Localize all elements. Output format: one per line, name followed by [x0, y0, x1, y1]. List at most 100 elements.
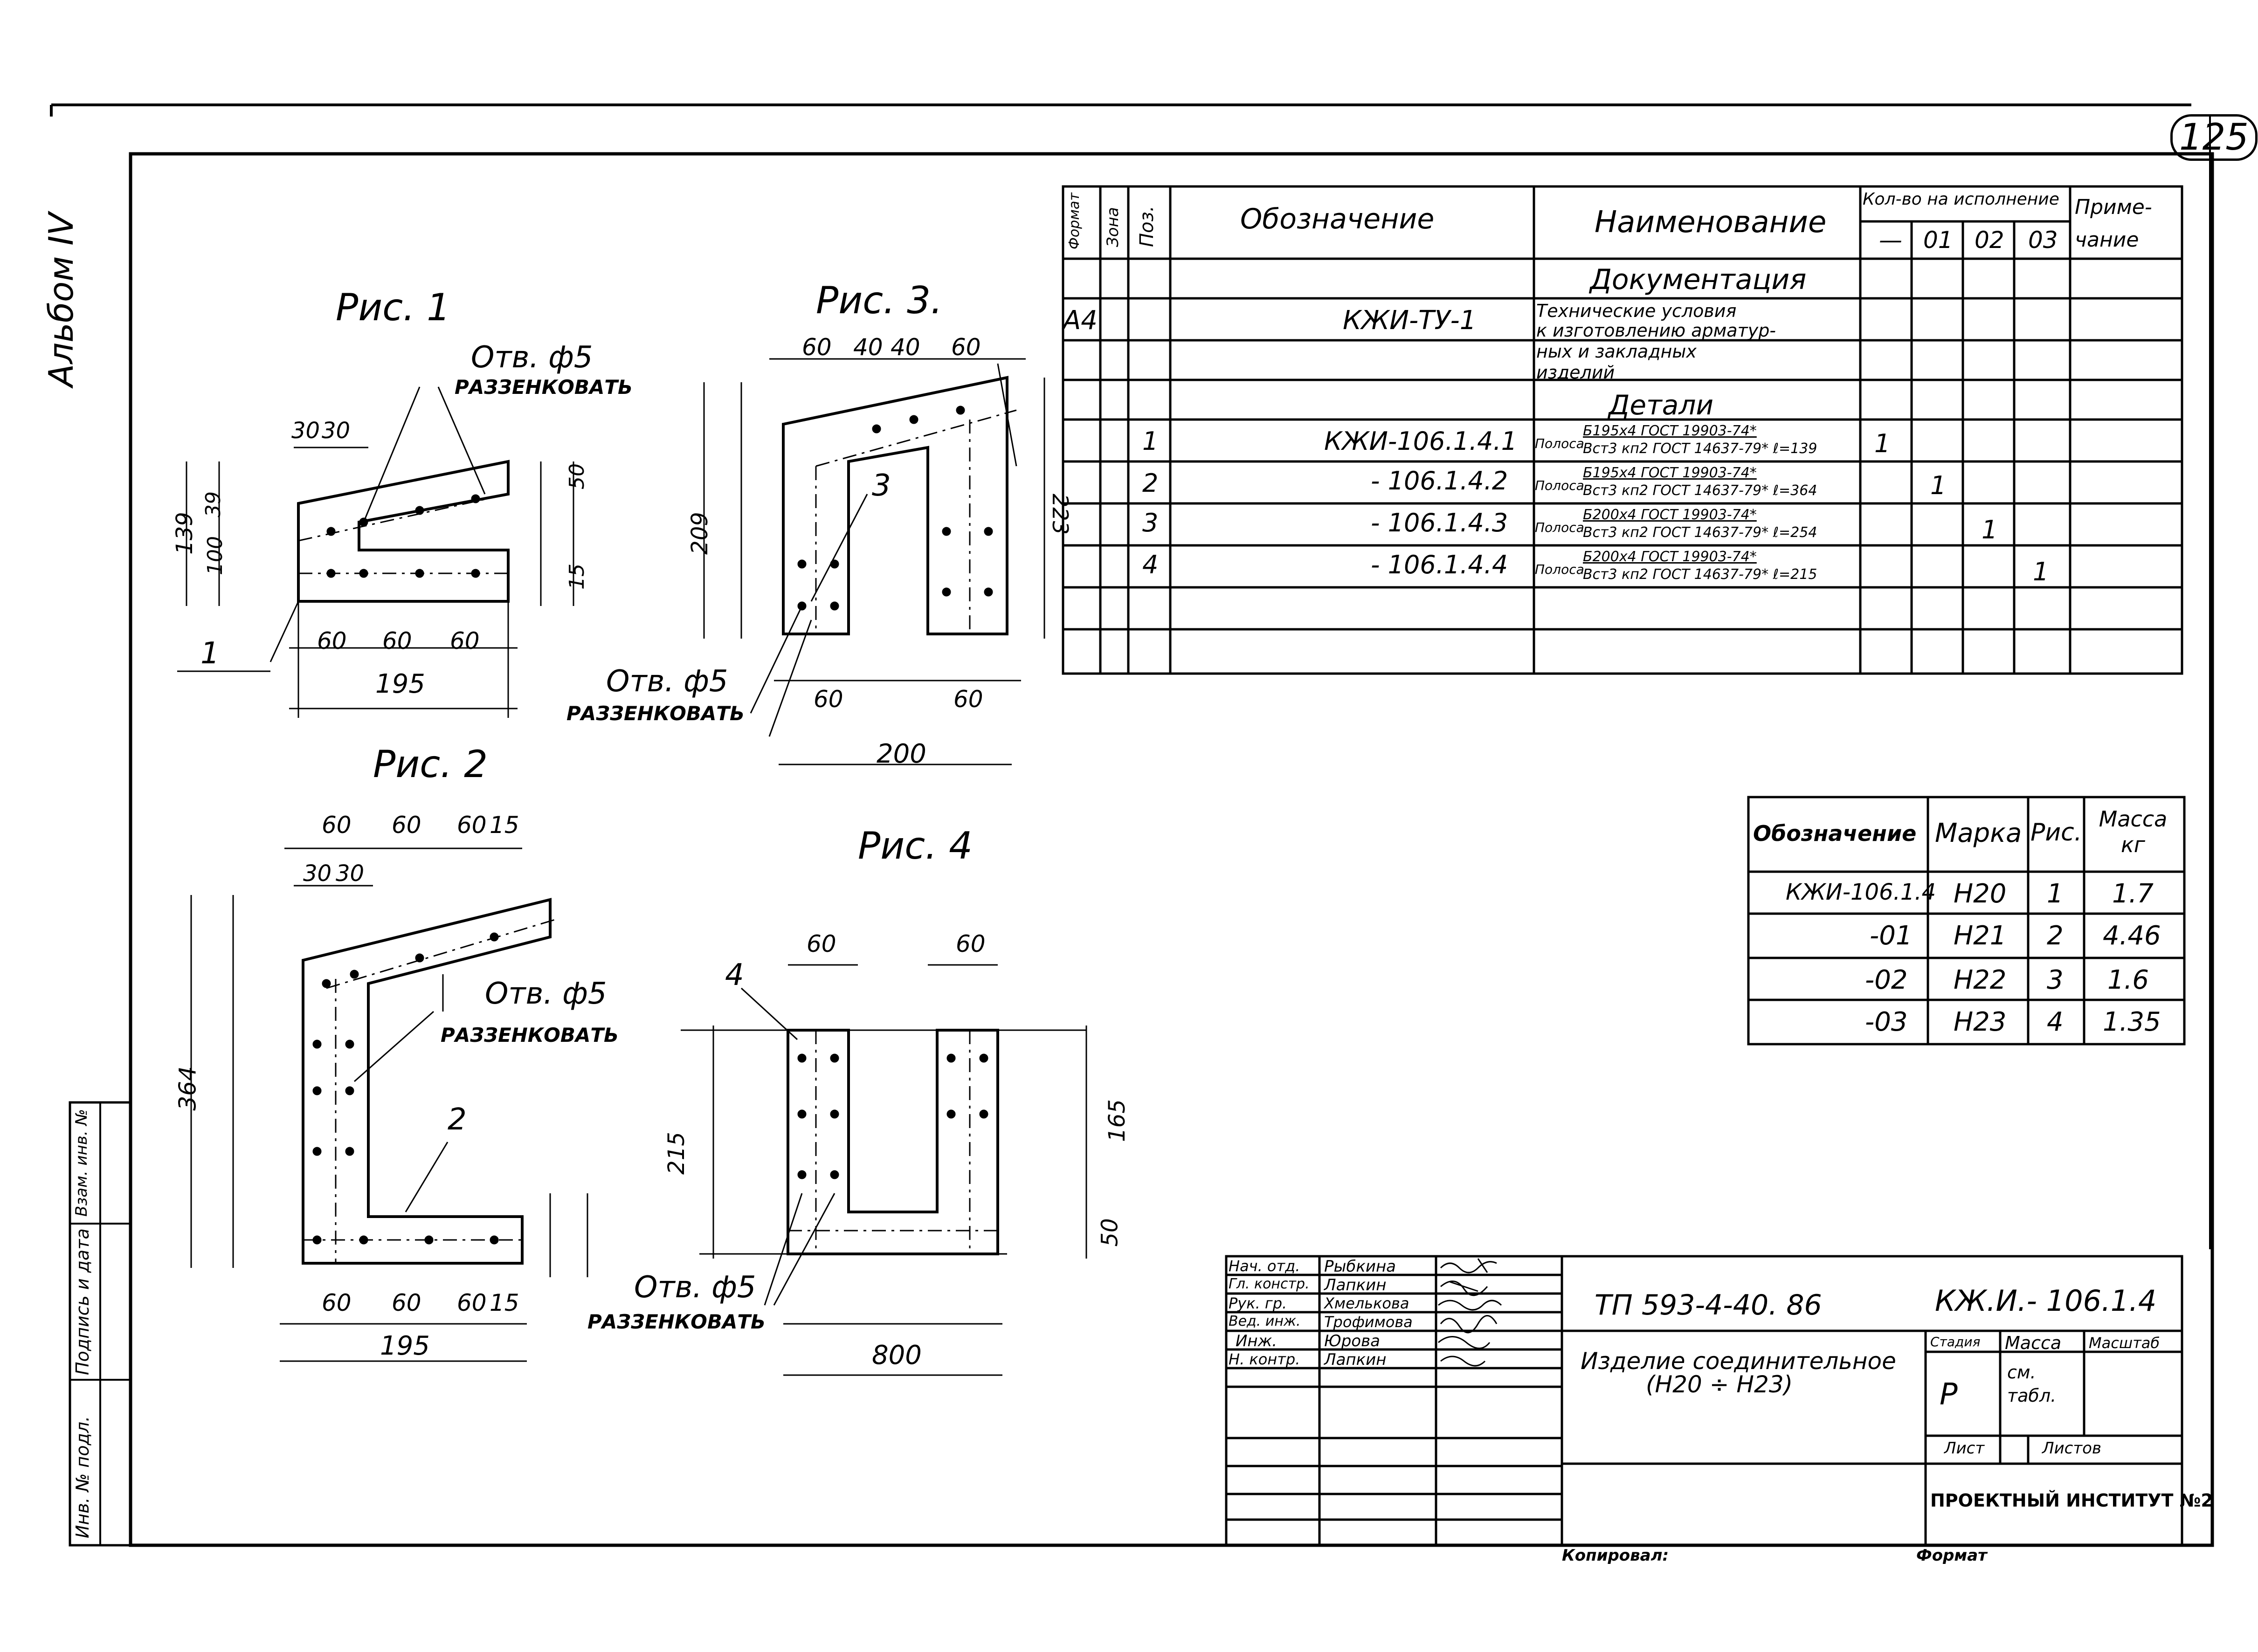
fig2-dim-top4: 15 [490, 812, 519, 839]
spec-row-pos: 3 [1142, 508, 1159, 537]
mass-row-mass: 1.7 [2112, 879, 2154, 909]
tb-code: КЖ.И.- 106.1.4 [1935, 1284, 2157, 1318]
tb-institute: ПРОЕКТНЫЙ ИНСТИТУТ №2 [1930, 1490, 2213, 1511]
mass-row-designation: -03 [1865, 1007, 1908, 1037]
spec-row-q1: 1 [1930, 471, 1947, 500]
spec-row-pos: 4 [1142, 550, 1159, 579]
tb-sheet-label: Лист [1944, 1439, 1985, 1458]
fig3-countersink-label: РАЗЗЕНКОВАТЬ [566, 702, 745, 725]
spec-row-designation: КЖИ-106.1.4.1 [1324, 427, 1518, 456]
tb-mass-value-1: см. [2007, 1362, 2036, 1383]
spec-row-name-prefix: Полоса [1535, 520, 1584, 535]
mass-row-mark: Н22 [1954, 965, 2007, 995]
fig4-title: Рис. 4 [858, 824, 973, 867]
fig3-pos-label: 3 [872, 468, 891, 503]
spec-row-q0: 1 [1874, 429, 1891, 458]
mass-row-designation: -01 [1870, 921, 1913, 951]
fig3-dim-top1: 60 [802, 334, 832, 361]
spec-doc-name-2: к изготовлению арматур- [1536, 320, 1776, 341]
tb-scale-label: Масштаб [2089, 1334, 2160, 1352]
mass-row-mass: 4.46 [2103, 921, 2161, 951]
title-block-grid [1225, 1255, 2183, 1547]
fig1-title: Рис. 1 [336, 286, 450, 329]
tb-name-0: Рыбкина [1324, 1257, 1396, 1276]
fig3-dim-60b: 60 [953, 686, 983, 713]
spec-row-name-bottom: Вст3 кп2 ГОСТ 14637-79* ℓ=254 [1583, 524, 1817, 541]
spec-row-name-top: Б200х4 ГОСТ 19903-74* [1583, 507, 1757, 523]
side-stamp-inv: Инв. № подл. [72, 1416, 93, 1538]
mass-row-fig: 1 [2047, 879, 2064, 909]
spec-row-name-bottom: Вст3 кп2 ГОСТ 14637-79* ℓ=215 [1583, 566, 1817, 583]
spec-doc-name-4: изделий [1536, 362, 1615, 383]
tb-role-2: Рук. гр. [1229, 1294, 1287, 1312]
fig1-dim-a: 30 [291, 418, 320, 444]
fig4-dim-total: 800 [872, 1340, 922, 1370]
fig1-countersink-label: РАЗЗЕНКОВАТЬ [455, 376, 633, 399]
spec-row-name-top: Б200х4 ГОСТ 19903-74* [1583, 549, 1757, 565]
fig4-dim-top1: 60 [807, 930, 836, 957]
spec-row-name-top: Б195х4 ГОСТ 19903-74* [1583, 423, 1757, 439]
tb-name-1: Лапкин [1324, 1276, 1387, 1294]
fig1-hole-label: Отв. ф5 [471, 340, 593, 375]
spec-section-parts: Детали [1609, 389, 1714, 421]
spec-row-name-prefix: Полоса [1535, 478, 1584, 493]
mass-row-fig: 2 [2047, 921, 2064, 951]
fig2-countersink-label: РАЗЗЕНКОВАТЬ [441, 1024, 619, 1046]
side-stamp-sign: Подпись и дата [72, 1228, 93, 1375]
spec-header-qty-3: 03 [2028, 227, 2058, 254]
tb-stage-label: Стадия [1930, 1334, 1981, 1349]
fig3-title: Рис. 3. [816, 279, 943, 322]
spec-row-name-bottom: Вст3 кп2 ГОСТ 14637-79* ℓ=139 [1583, 441, 1817, 457]
fig1-dim-c: 60 [317, 627, 347, 654]
tb-name-2: Хмелькова [1324, 1294, 1409, 1312]
spec-section-docs: Документация [1590, 263, 1807, 296]
tb-role-0: Нач. отд. [1229, 1257, 1300, 1275]
mass-header-mass: Масса кг [2099, 806, 2168, 858]
tb-sheets-label: Листов [2042, 1439, 2102, 1458]
fig2-title: Рис. 2 [373, 743, 488, 786]
mass-row-mark: Н20 [1954, 879, 2007, 909]
fig3-dim-top2: 40 [853, 334, 883, 361]
fig2-dim-3030: 30 [303, 860, 332, 887]
fig3-drawing [782, 376, 1008, 635]
spec-header-designation: Обозначение [1240, 203, 1435, 235]
mass-row-mark: Н23 [1954, 1007, 2007, 1037]
spec-row-pos: 1 [1142, 427, 1159, 456]
spec-row-name-prefix: Полоса [1535, 562, 1584, 577]
spec-header-name: Наименование [1595, 205, 1827, 240]
fig2-drawing [302, 898, 552, 1265]
fig3-hole-label: Отв. ф5 [606, 664, 728, 699]
fig2-dim-bot4: 15 [490, 1289, 519, 1316]
spec-doc-format: А4 [1063, 305, 1098, 336]
mass-row-designation: КЖИ-106.1.4 [1786, 879, 1936, 905]
tb-role-4: Инж. [1236, 1332, 1277, 1350]
spec-doc-name-3: ных и закладных [1536, 341, 1697, 362]
mass-row-fig: 4 [2047, 1007, 2064, 1037]
spec-header-qty-1: 01 [1923, 227, 1953, 254]
spec-row-q2: 1 [1982, 515, 1998, 544]
mass-header-designation: Обозначение [1753, 821, 1917, 846]
mass-row-mass: 1.6 [2107, 965, 2149, 995]
spec-row-designation: - 106.1.4.3 [1371, 508, 1508, 537]
fig4-countersink-label: РАЗЗЕНКОВАТЬ [587, 1310, 766, 1333]
fig2-hole-label: Отв. ф5 [485, 977, 607, 1011]
footer-copied: Копировал: [1562, 1546, 1669, 1565]
spec-row-name-bottom: Вст3 кп2 ГОСТ 14637-79* ℓ=364 [1583, 482, 1817, 499]
spec-doc-designation: КЖИ-ТУ-1 [1343, 305, 1477, 336]
spec-row-q3: 1 [2033, 557, 2049, 586]
spec-doc-name-1: Технические условия [1536, 301, 1737, 321]
mass-row-designation: -02 [1865, 965, 1908, 995]
side-stamp-replace: Взам. инв. № [72, 1109, 91, 1217]
fig4-hole-label: Отв. ф5 [634, 1270, 756, 1305]
fig4-pos-label: 4 [725, 958, 744, 992]
fig2-dim-total: 195 [380, 1331, 430, 1361]
fig2-dim-bot1: 60 [322, 1289, 352, 1316]
spec-row-name-prefix: Полоса [1535, 436, 1584, 451]
fig1-pos-label: 1 [200, 636, 220, 671]
fig1-drawing [297, 460, 510, 603]
spec-header-qty-group: Кол-во на исполнение [1863, 190, 2059, 209]
fig2-dim-bot3: 60 [457, 1289, 487, 1316]
fig2-dim-3030b: 30 [336, 860, 365, 887]
fig2-dim-top3: 60 [457, 812, 487, 839]
